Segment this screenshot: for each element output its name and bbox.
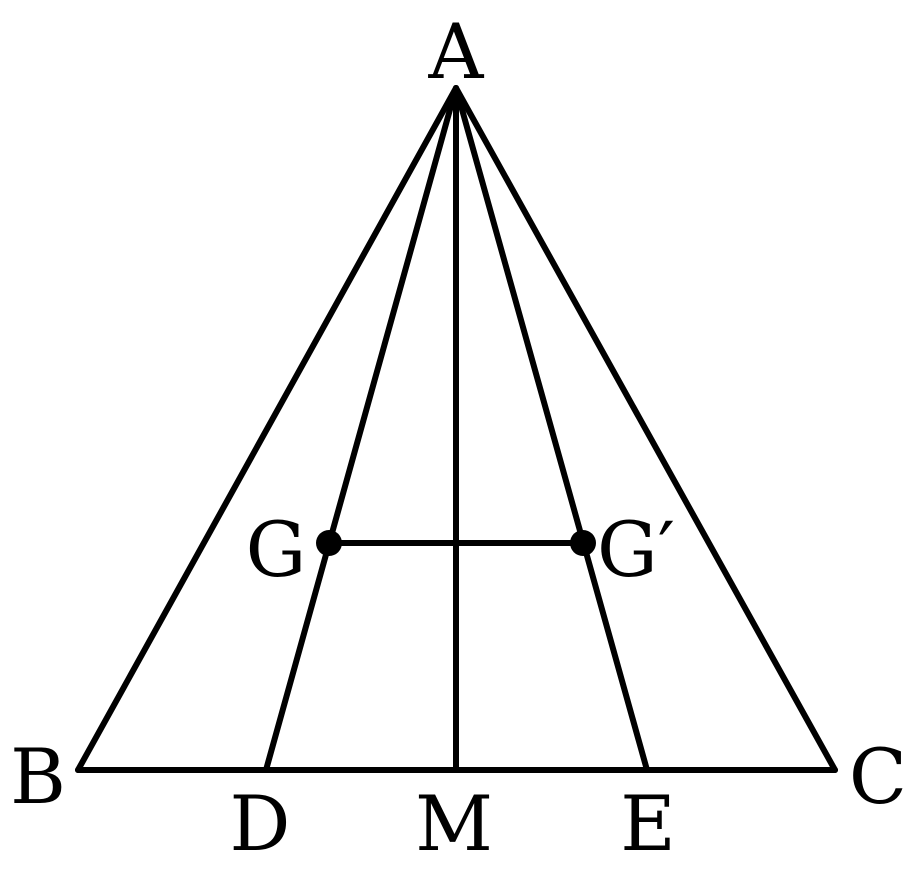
segment-ad <box>263 85 459 773</box>
label-e: E <box>620 779 675 868</box>
label-b: B <box>10 732 66 821</box>
label-d: D <box>230 779 291 868</box>
segment-ae <box>453 85 650 773</box>
point-g <box>316 530 342 556</box>
label-a: A <box>428 7 485 96</box>
segment-ab <box>75 85 459 773</box>
label-c: C <box>849 732 907 821</box>
label-g: G <box>246 505 307 594</box>
label-g-prime: G′ <box>597 505 675 594</box>
point-g-prime <box>570 530 596 556</box>
segment-ac <box>453 85 838 773</box>
label-m: M <box>415 779 493 868</box>
